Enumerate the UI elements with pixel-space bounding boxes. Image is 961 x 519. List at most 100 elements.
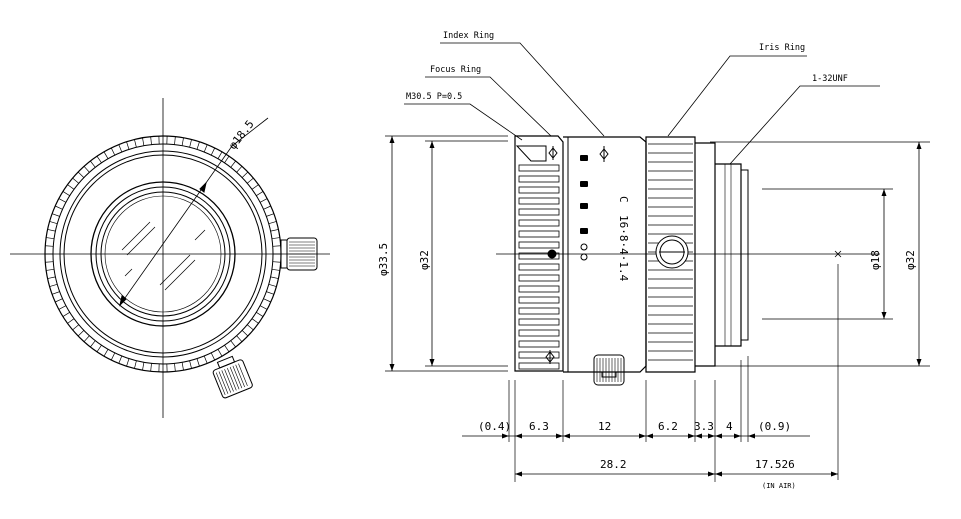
knurl-tooth: [62, 191, 70, 197]
dimension-arrowhead: [916, 359, 922, 366]
focus-rib: [518, 252, 560, 260]
knurl-tooth: [270, 229, 279, 232]
knob-rib: [238, 363, 248, 386]
image-plane-cross: [834, 250, 842, 258]
knurl-tooth: [47, 276, 56, 279]
dimension-arrowhead: [881, 312, 887, 319]
knurl-tooth: [150, 136, 152, 145]
focus-rib: [518, 351, 560, 359]
knurl-tooth: [210, 147, 216, 156]
focus-rib: [518, 307, 560, 315]
front-diameter-arrow-1: [119, 295, 127, 307]
focus-rib: [518, 263, 560, 271]
knurl-tooth: [236, 335, 243, 342]
knurl-tooth: [271, 268, 280, 271]
knurl-tooth: [251, 184, 259, 190]
knurl-tooth: [272, 261, 281, 263]
dimension-arrowhead: [515, 471, 522, 477]
knurl-tooth: [196, 358, 200, 367]
knurl-tooth: [142, 362, 145, 371]
knurl-tooth: [271, 237, 280, 240]
front-diameter-arrow-2: [199, 181, 207, 193]
knurl-tooth: [142, 137, 145, 146]
knurl-tooth: [67, 184, 75, 190]
front-lens-bezel-inner: [95, 186, 231, 322]
knurl-tooth: [96, 155, 102, 164]
knurl-tooth: [134, 139, 137, 148]
knob-rib: [224, 369, 234, 392]
dimension-arrowhead: [708, 471, 715, 477]
knurl-tooth: [196, 141, 200, 150]
dimension-arrowhead: [708, 433, 715, 439]
knurl-tooth: [270, 276, 279, 279]
focus-rib: [518, 318, 560, 326]
glass-reflection-lines: [121, 221, 206, 291]
iris-lock-knob: [212, 355, 253, 399]
focus-rib: [518, 230, 560, 238]
knurl-tooth: [55, 205, 63, 210]
index-ring-leader: [440, 42, 605, 137]
focus-rib: [518, 208, 560, 216]
dimension-arrowhead: [389, 136, 395, 143]
knurl-tooth: [51, 213, 60, 217]
dimension-arrowhead: [916, 142, 922, 149]
front-body-ring: [59, 150, 267, 358]
knurl-tooth: [110, 352, 116, 361]
focus-index-arrow: [548, 146, 558, 160]
dim-rear-outer-label: φ32: [904, 250, 917, 270]
focus-ring-leader: [425, 76, 552, 137]
knurl-tooth: [272, 245, 281, 247]
focus-rib: [518, 164, 560, 172]
dim-focus-width-label: 6.3: [529, 420, 549, 433]
dimension-arrowhead: [515, 433, 522, 439]
knurl-tooth: [181, 362, 184, 371]
index-arrow-bottom: [545, 350, 555, 364]
iris-ring-leader: [667, 55, 807, 137]
knurl-tooth: [224, 344, 230, 353]
knurl-tooth: [210, 352, 216, 361]
front-knurl-teeth: [45, 136, 281, 372]
dimension-arrowhead: [748, 433, 755, 439]
dimension-arrowhead: [646, 433, 653, 439]
knurl-tooth: [174, 363, 176, 372]
knob-rib: [221, 370, 232, 393]
knurl-tooth: [110, 147, 116, 156]
aperture-marks: [580, 155, 588, 234]
knurl-tooth: [263, 205, 271, 210]
focus-rib: [518, 274, 560, 282]
knurl-tooth: [58, 305, 67, 310]
side-view: [385, 42, 930, 482]
focus-rib: [518, 296, 560, 304]
front-body-ring-2: [63, 154, 263, 354]
knurl-tooth: [51, 291, 60, 295]
knurl-tooth: [224, 155, 230, 164]
dimension-arrowhead: [715, 471, 722, 477]
knurl-tooth: [263, 298, 271, 303]
focus-rib: [518, 175, 560, 183]
knurl-tooth: [241, 171, 249, 178]
focus-rib: [518, 241, 560, 249]
dimension-arrowhead: [715, 433, 722, 439]
dimension-arrowhead: [429, 141, 435, 148]
iris-ring-body: [645, 136, 696, 373]
in-air-note: (IN AIR): [762, 482, 796, 490]
focus-ring-label: Focus Ring: [430, 65, 481, 75]
knurl-tooth: [247, 324, 254, 331]
dim-rear-inner-label: φ18: [869, 250, 882, 270]
front-lens-bezel-outer: [90, 181, 236, 327]
dim-flange-focal-label: 17.526: [755, 458, 795, 471]
dimension-arrowhead: [556, 433, 563, 439]
knob-rib: [227, 367, 237, 391]
knurl-tooth: [77, 330, 85, 337]
dim-gap-rear-label: (0.9): [758, 420, 791, 433]
knurl-tooth: [72, 324, 79, 331]
barrel-mount-mark: C: [617, 196, 630, 203]
dim-front-inner-label: φ32: [418, 250, 431, 270]
dimension-arrowhead: [695, 433, 702, 439]
aperture-open-mark-1: [580, 243, 588, 251]
dimension-arrowheads: [389, 136, 922, 477]
mount-thread-label: 1-32UNF: [812, 74, 848, 84]
knurl-tooth: [126, 358, 130, 367]
knurl-tooth: [189, 139, 192, 148]
knurl-tooth: [236, 166, 243, 173]
